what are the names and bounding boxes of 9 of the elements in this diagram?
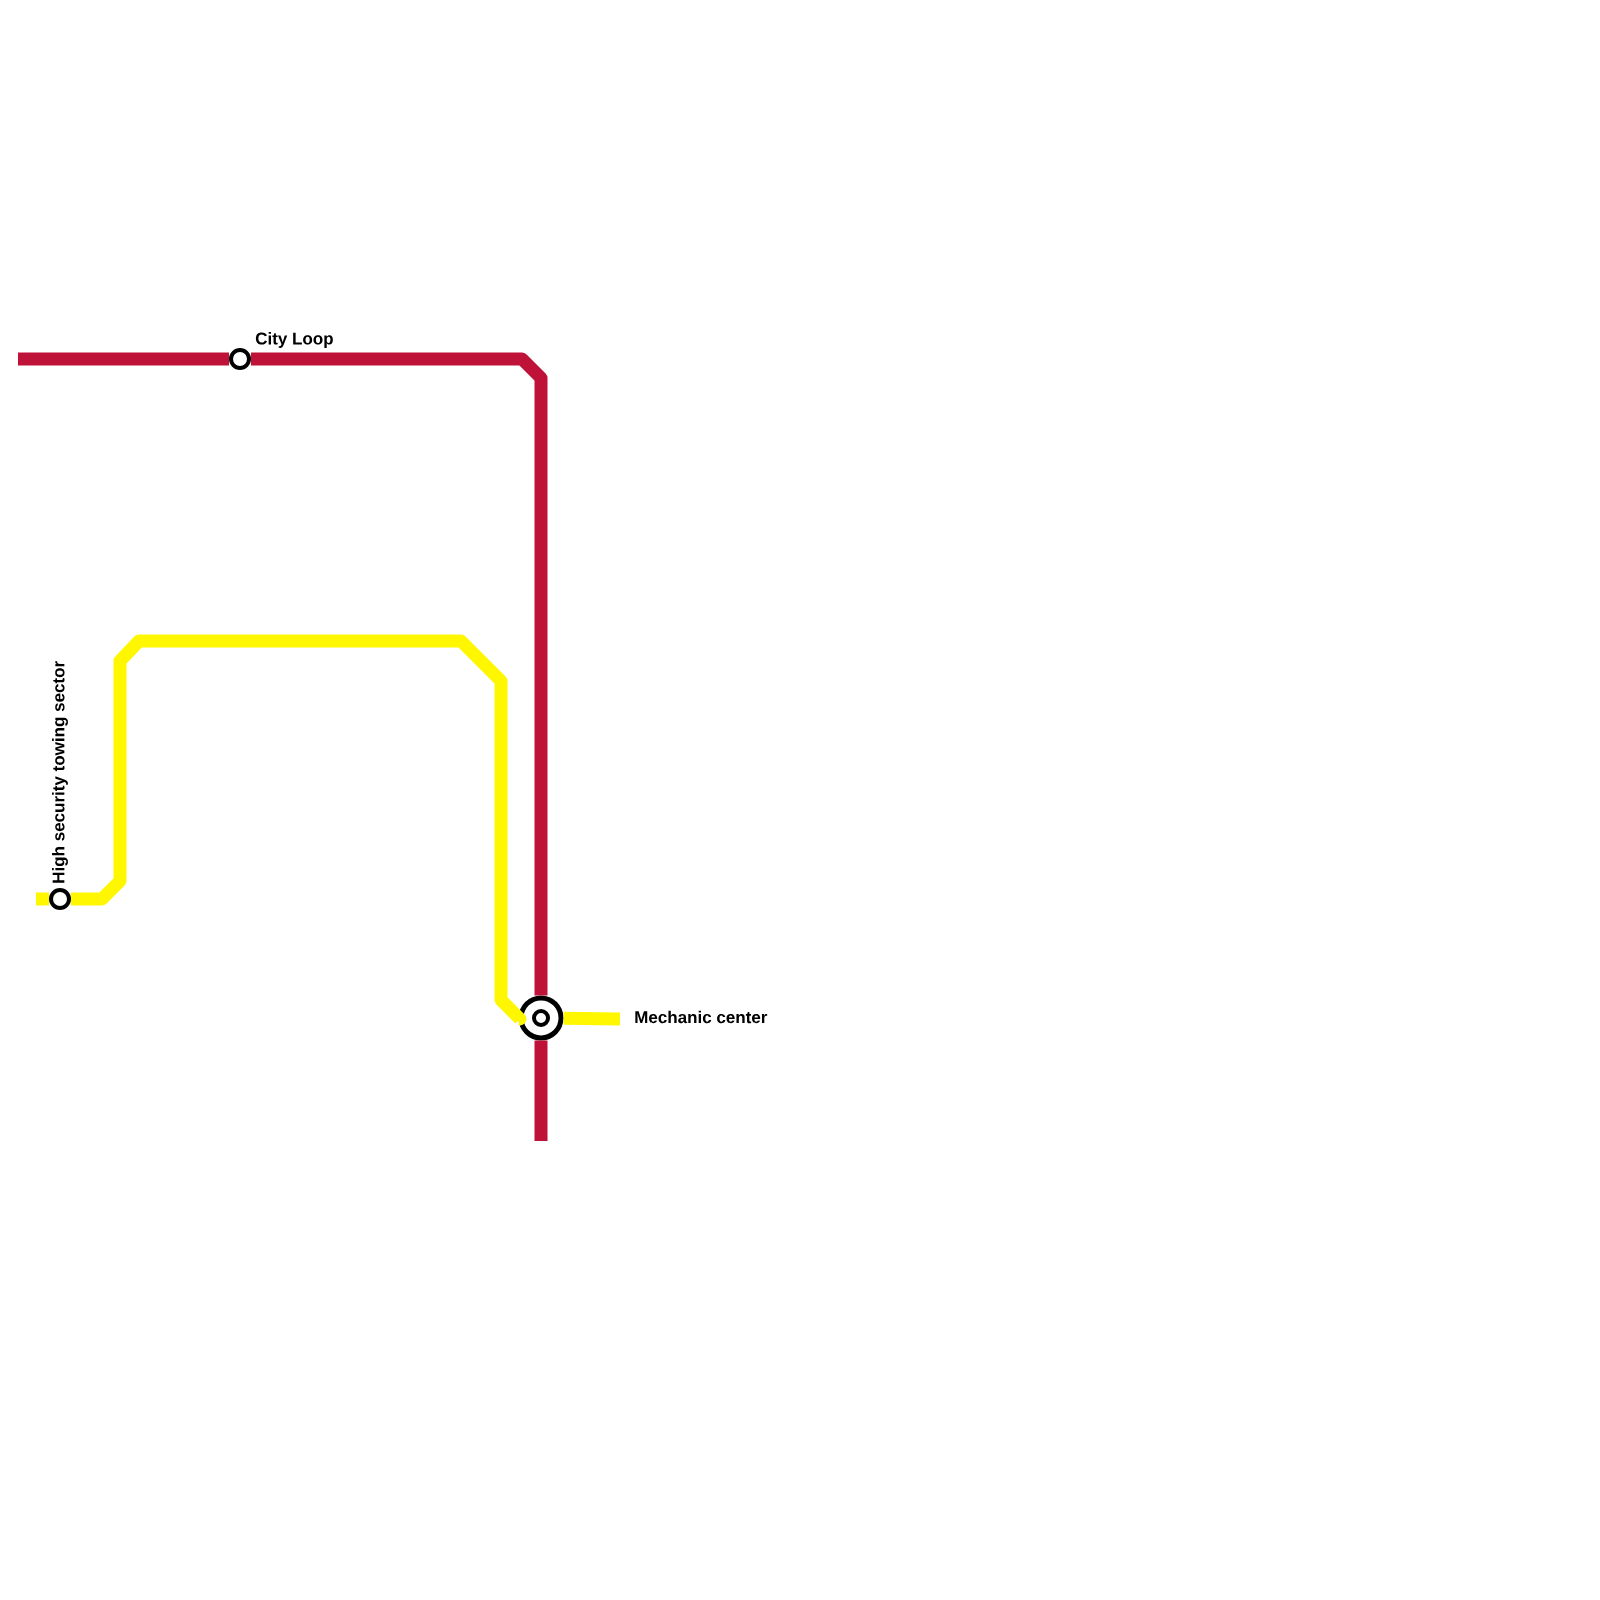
transit-line: [251, 352, 548, 996]
station-label: City Loop: [255, 332, 333, 348]
transit-line: [71, 634, 527, 1026]
station-label: Mechanic center: [635, 1010, 768, 1024]
transit-line: [18, 352, 229, 366]
transit-line: [534, 1040, 548, 1141]
station-label: High security towing sector: [52, 661, 68, 883]
transit-line: [563, 1011, 621, 1026]
transit-line: [36, 892, 49, 906]
